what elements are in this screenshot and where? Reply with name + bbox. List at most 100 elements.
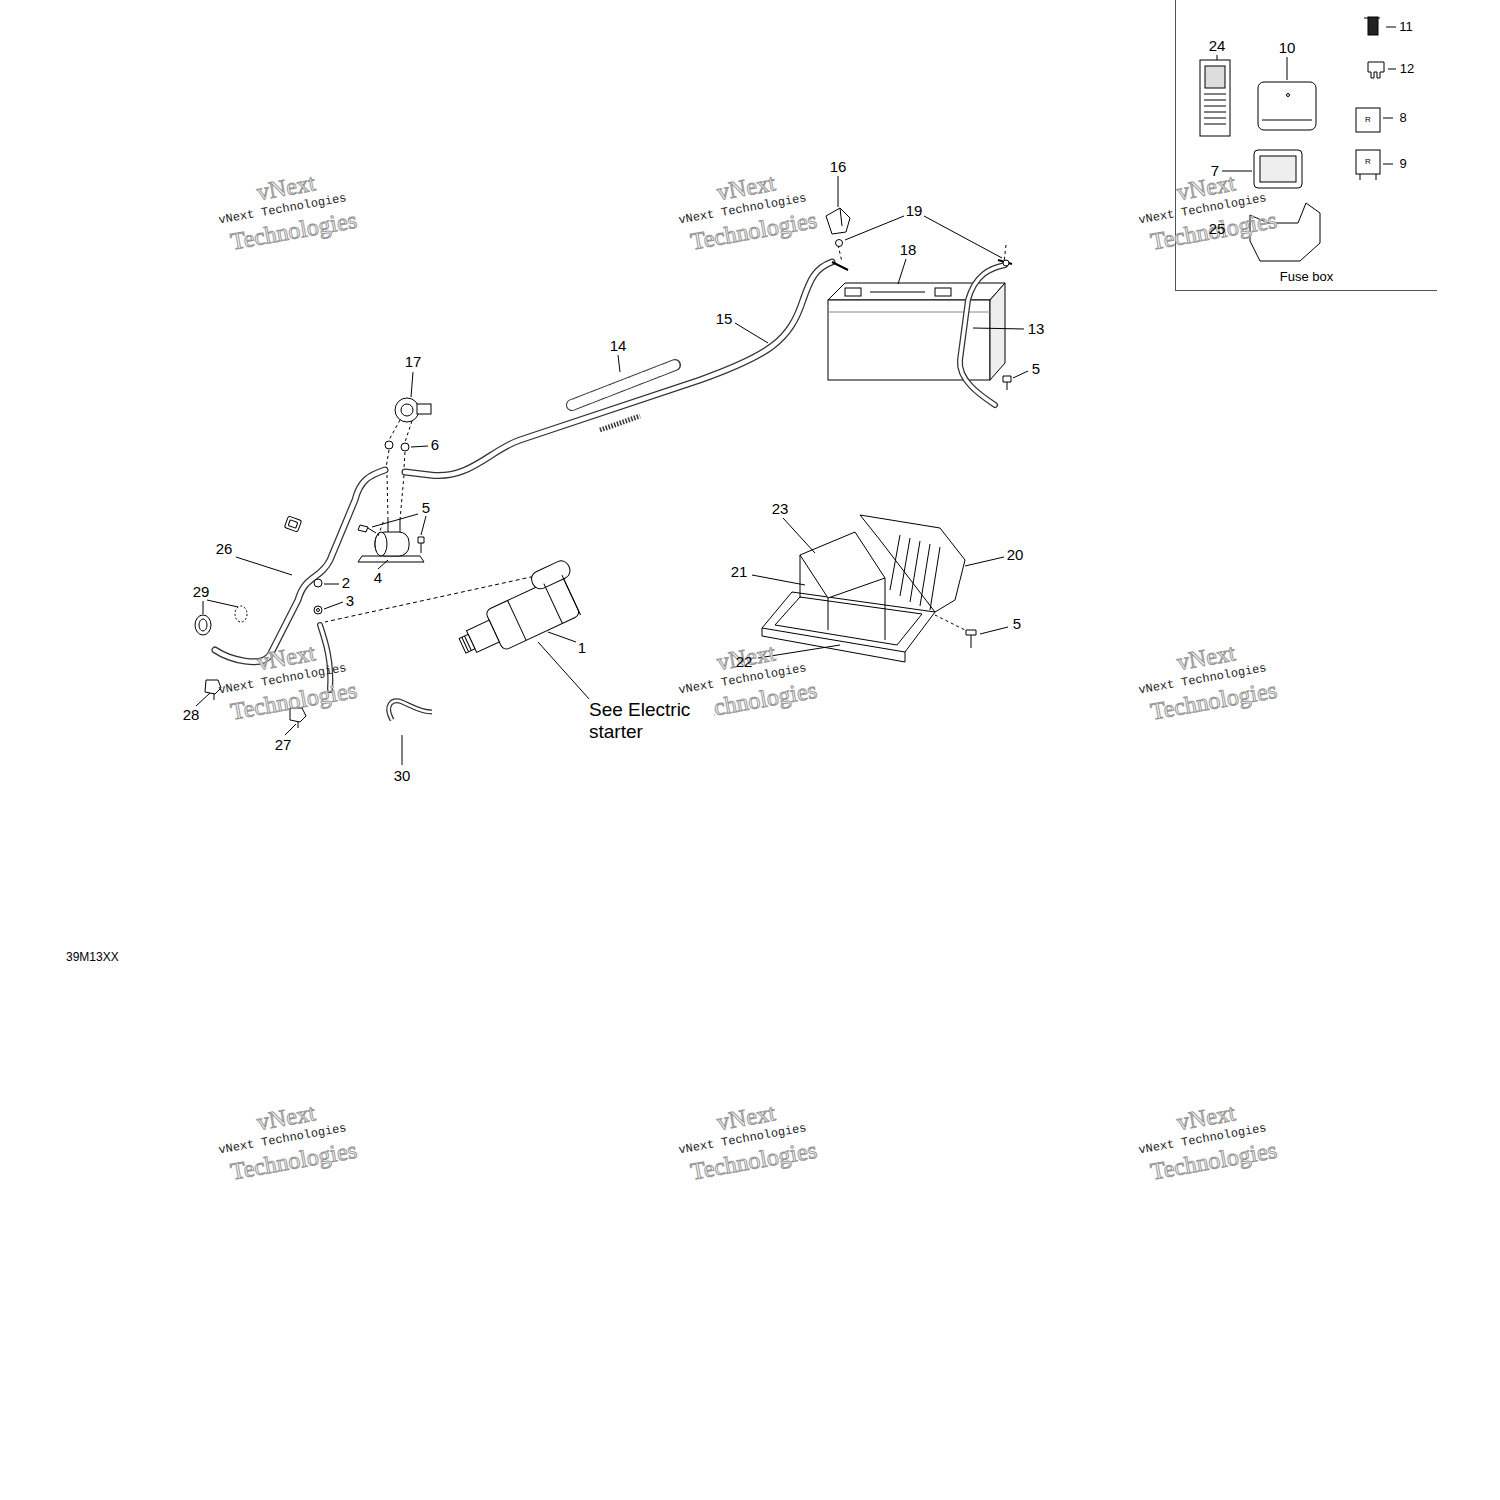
relay-marking: R xyxy=(1365,157,1371,166)
inset-title: Fuse box xyxy=(1176,269,1437,284)
fuse-box-parts xyxy=(1368,17,1378,35)
cable-clip xyxy=(214,694,215,700)
fuse-box-parts xyxy=(1254,150,1302,188)
watermark: vNext TechnologiesvNext Technologies xyxy=(654,1080,847,1200)
callout-number: 2 xyxy=(342,574,350,591)
starter-solenoid xyxy=(418,537,424,543)
electric-starter xyxy=(508,601,527,641)
relay-marking: R xyxy=(1365,115,1371,124)
callout-number: 17 xyxy=(405,353,422,370)
leader-lines xyxy=(196,27,1396,765)
nut xyxy=(385,240,1009,469)
starter-cable xyxy=(215,470,385,662)
fuse-box-parts xyxy=(1356,150,1380,174)
electric-starter xyxy=(447,558,589,666)
fuse-box-parts xyxy=(1376,174,1377,180)
watermark: vNext TechnologiesvNext Technologies xyxy=(1114,150,1307,270)
battery-tray xyxy=(930,547,940,610)
battery xyxy=(828,283,1005,300)
positive-cable xyxy=(832,262,848,270)
electric-starter xyxy=(544,584,563,624)
battery-tray xyxy=(890,535,900,590)
bolt xyxy=(1003,376,1011,382)
battery xyxy=(870,292,925,293)
leader-lines xyxy=(372,514,418,527)
leader-lines xyxy=(1386,27,1396,28)
cable-clip xyxy=(195,615,211,635)
leader-lines xyxy=(324,584,339,585)
cable-clip xyxy=(235,606,247,622)
fuse-box-parts xyxy=(1204,118,1226,119)
callout-number: 27 xyxy=(275,736,292,753)
battery-tray xyxy=(885,578,886,640)
leader-lines xyxy=(783,518,815,553)
callout-number: 5 xyxy=(422,499,430,516)
leader-lines xyxy=(236,557,292,575)
nut xyxy=(385,441,393,449)
battery-tray xyxy=(910,541,920,602)
negative-cable xyxy=(1004,245,1006,262)
watermark: vNext TechnologiesvNext Technologies xyxy=(194,620,387,740)
cable-clip xyxy=(298,722,299,728)
leader-lines xyxy=(924,216,1002,258)
leader-lines xyxy=(752,575,805,585)
leader-lines xyxy=(1217,55,1218,60)
leader-lines xyxy=(1013,371,1028,378)
battery-tray xyxy=(935,615,975,635)
battery-tray xyxy=(762,636,905,662)
ground-cable xyxy=(389,701,432,720)
terminal-boot xyxy=(840,208,842,226)
electric-starter xyxy=(562,575,581,615)
battery-tray xyxy=(800,532,885,598)
nut xyxy=(389,420,400,440)
starter-solenoid xyxy=(375,532,387,556)
starter-solenoid xyxy=(358,475,424,562)
leader-lines xyxy=(965,557,1004,566)
callout-number: 3 xyxy=(346,592,354,609)
leader-lines xyxy=(980,627,1008,634)
starter-solenoid xyxy=(375,532,409,556)
protective-sleeve xyxy=(572,365,675,430)
callout-number: 19 xyxy=(906,202,923,219)
battery-tray xyxy=(828,598,829,630)
callout-number: 8 xyxy=(1399,111,1406,126)
nut xyxy=(404,452,405,468)
callout-number: 7 xyxy=(1211,162,1219,179)
nut xyxy=(386,450,389,468)
watermark: vNext TechnologiesvNext Technologies xyxy=(194,150,387,270)
fuse-box-parts xyxy=(1204,106,1226,107)
electric-starter xyxy=(462,637,469,652)
callout-number: 21 xyxy=(731,563,748,580)
starter-solenoid xyxy=(388,520,389,532)
fuse-box-parts xyxy=(1204,112,1226,113)
leader-lines xyxy=(1287,57,1288,80)
fuse-box-parts xyxy=(1360,174,1361,180)
battery-tray xyxy=(800,555,801,598)
starter-cable xyxy=(284,516,301,532)
starter-solenoid xyxy=(368,528,376,533)
positive-cable xyxy=(405,262,832,476)
callout-number: 26 xyxy=(216,540,233,557)
protective-sleeve xyxy=(572,365,675,405)
terminal-boot xyxy=(417,404,431,414)
positive-cable xyxy=(838,245,842,262)
electric-starter xyxy=(485,575,581,651)
leader-lines xyxy=(1383,164,1393,165)
terminal-boot xyxy=(826,208,850,234)
fuse-box-parts xyxy=(1258,82,1316,130)
terminal-boot xyxy=(395,398,419,422)
reference-note: See Electric starter xyxy=(589,699,714,743)
leader-lines xyxy=(735,323,768,343)
terminal-boot xyxy=(401,404,413,416)
nut xyxy=(401,443,409,451)
battery-tray xyxy=(860,515,965,612)
bolt xyxy=(1003,376,1011,390)
starter-solenoid xyxy=(358,525,368,532)
battery xyxy=(845,288,861,296)
callout-number: 30 xyxy=(394,767,411,784)
callout-number: 23 xyxy=(772,500,789,517)
callout-number: 24 xyxy=(1209,37,1226,54)
leader-lines xyxy=(618,355,620,372)
nut-washer xyxy=(314,579,322,587)
fuse-box-parts xyxy=(1368,62,1384,78)
